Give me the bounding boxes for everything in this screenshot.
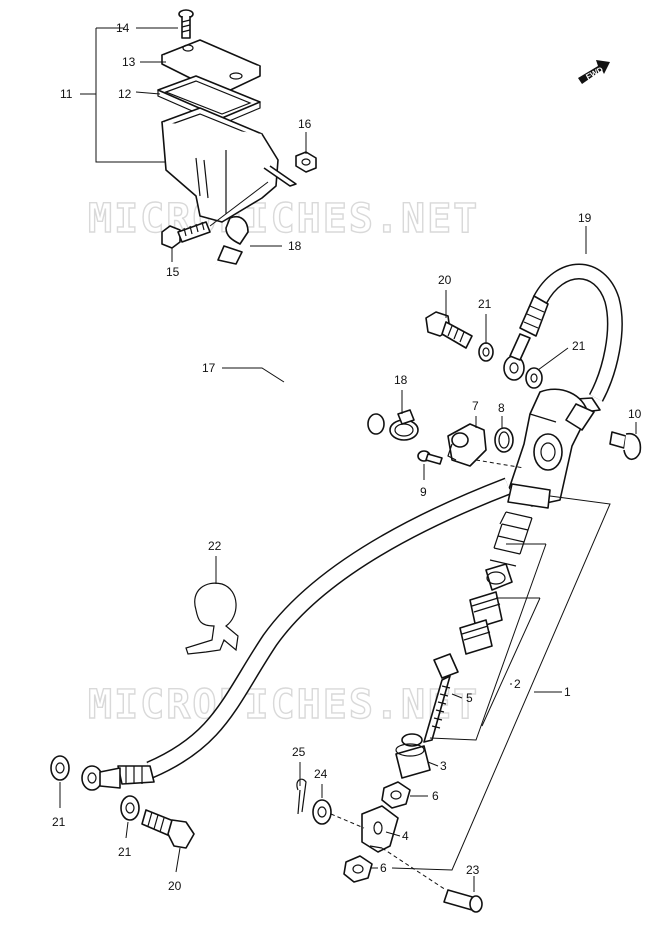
callout-21-upper-a: 21 [478, 297, 492, 311]
callout-21-lower-b: 21 [118, 845, 132, 859]
union-bolt-part-20-lower [141, 809, 195, 849]
callout-11: 11 [60, 87, 73, 101]
callout-4: 4 [402, 829, 409, 843]
union-bolt-part-20-upper [425, 311, 473, 349]
callout-labels: 14 13 12 11 16 15 18 17 18 19 20 21 21 7… [52, 21, 642, 893]
callout-16: 16 [298, 117, 312, 131]
screw-part-9 [417, 450, 443, 465]
callout-23: 23 [466, 863, 480, 877]
clevis-part-4 [361, 805, 399, 853]
callout-24: 24 [314, 767, 328, 781]
callout-5: 5 [466, 691, 473, 705]
callout-6-upper: 6 [432, 789, 439, 803]
washer-part-21-d [120, 795, 140, 821]
piston-part [459, 591, 503, 655]
callout-18-lower: 18 [394, 373, 408, 387]
nut-part-16 [295, 151, 317, 173]
washer-part-21-b [525, 367, 543, 389]
washer-part-21-c [50, 755, 70, 781]
connector-part-7 [447, 423, 487, 467]
spring-part [489, 483, 551, 567]
callout-8: 8 [498, 401, 505, 415]
callout-1: 1 [564, 685, 571, 699]
cotter-pin-part-25 [296, 778, 307, 815]
callout-19: 19 [578, 211, 592, 225]
callout-12: 12 [118, 87, 132, 101]
dust-boot-part-3 [395, 733, 431, 779]
callout-2: 2 [514, 677, 521, 691]
washer-part-24 [312, 799, 332, 825]
nut-part-6-b [343, 855, 373, 883]
bolt-part-15 [161, 181, 269, 249]
cup-seal [485, 563, 513, 591]
callout-13: 13 [122, 55, 136, 69]
callout-21-lower-a: 21 [52, 815, 66, 829]
watermark-top: MICROFICHES.NET [88, 196, 479, 242]
callout-15: 15 [166, 265, 180, 279]
callout-10: 10 [628, 407, 642, 421]
reservoir-hose-part-17 [208, 216, 385, 435]
callout-17: 17 [202, 361, 216, 375]
callout-25: 25 [292, 745, 306, 759]
callout-22: 22 [208, 539, 222, 553]
callout-18-upper: 18 [288, 239, 302, 253]
washer-part-21-a [478, 342, 494, 362]
hose-clamp-part-18 [389, 409, 419, 441]
callout-3: 3 [440, 759, 447, 773]
callout-14: 14 [116, 21, 130, 35]
o-ring-part-8 [494, 427, 514, 453]
clevis-pin-part-23 [381, 847, 483, 913]
callout-20-upper: 20 [438, 273, 452, 287]
push-rod-part-5 [423, 653, 459, 743]
screw-part-14 [178, 9, 194, 39]
nut-part-6-a [381, 781, 411, 809]
callout-20-lower: 20 [168, 879, 182, 893]
callout-7: 7 [472, 399, 479, 413]
callout-21-upper-b: 21 [572, 339, 586, 353]
leader-lines [59, 27, 637, 892]
forward-arrow-icon: FWD [578, 60, 610, 84]
watermark-bottom: MICROFICHES.NET [88, 682, 479, 728]
callout-9: 9 [420, 485, 427, 499]
brake-hose-lower [81, 477, 512, 791]
hose-clip-part-22 [185, 582, 239, 655]
callout-6-lower: 6 [380, 861, 387, 875]
master-cylinder-body [507, 388, 595, 507]
bolt-part-10 [609, 431, 642, 461]
